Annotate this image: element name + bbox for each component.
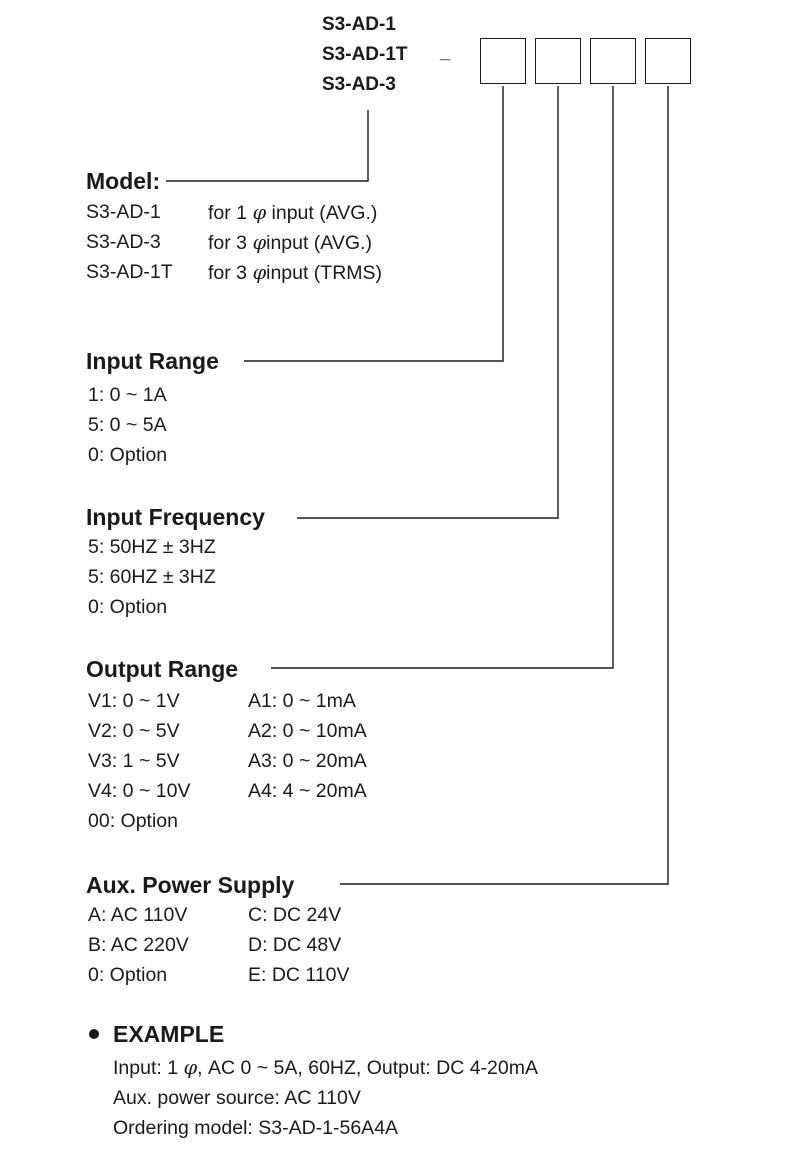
phi-symbol: φ [183, 1056, 198, 1079]
model-row-code: S3-AD-1 [86, 201, 161, 223]
aux-power-dc-option: D: DC 48V [248, 934, 342, 956]
connector-input-range [244, 86, 504, 362]
code-separator: _ [440, 42, 451, 63]
model-code: S3-AD-3 [322, 74, 396, 95]
input-range-option: 1: 0 ~ 1A [88, 384, 167, 406]
connector-input-frequency [297, 86, 559, 519]
output-range-voltage-option: V3: 1 ~ 5V [88, 750, 180, 772]
input-frequency-option: 5: 50HZ ± 3HZ [88, 536, 216, 558]
input-range-heading: Input Range [86, 348, 219, 374]
output-range-voltage-option: V4: 0 ~ 10V [88, 780, 191, 802]
model-row-code: S3-AD-3 [86, 231, 161, 253]
phi-symbol: φ [252, 231, 267, 254]
example-aux-line: Aux. power source: AC 110V [113, 1087, 361, 1109]
model-heading: Model: [86, 168, 161, 194]
example-ordering-line: Ordering model: S3-AD-1-56A4A [113, 1117, 399, 1139]
output-range-current-option: A4: 4 ~ 20mA [248, 780, 367, 802]
output-range-current-option: A3: 0 ~ 20mA [248, 750, 367, 772]
connector-model [166, 110, 369, 182]
output-range-current-option: A2: 0 ~ 10mA [248, 720, 367, 742]
output-range-voltage-option: V1: 0 ~ 1V [88, 690, 180, 712]
aux-power-dc-option: C: DC 24V [248, 904, 342, 926]
model-row-desc: for 3 φinput (AVG.) [208, 231, 372, 254]
aux-power-option: 0: Option [88, 964, 168, 986]
output-range-current-option: A1: 0 ~ 1mA [248, 690, 356, 712]
aux-power-heading: Aux. Power Supply [86, 872, 295, 898]
code-box-aux-power [645, 38, 691, 84]
phi-symbol: φ [252, 261, 267, 284]
bullet-icon [89, 1029, 99, 1039]
phi-symbol: φ [252, 201, 267, 224]
aux-power-dc-option: E: DC 110V [248, 964, 350, 986]
model-row-desc: for 1 φ input (AVG.) [208, 201, 378, 224]
model-code: S3-AD-1T [322, 44, 408, 65]
model-code-list: S3-AD-1 S3-AD-1T S3-AD-3 [322, 10, 408, 100]
model-row-code: S3-AD-1T [86, 261, 173, 283]
code-box-output-range [590, 38, 636, 84]
model-code: S3-AD-1 [322, 14, 396, 35]
output-range-heading: Output Range [86, 656, 239, 682]
code-box-input-range [480, 38, 526, 84]
aux-power-ac-option: A: AC 110V [88, 904, 188, 926]
output-range-option: 00: Option [88, 810, 178, 832]
model-row-desc: for 3 φinput (TRMS) [208, 261, 383, 284]
input-frequency-option: 5: 60HZ ± 3HZ [88, 566, 216, 588]
code-box-input-frequency [535, 38, 581, 84]
aux-power-ac-option: B: AC 220V [88, 934, 189, 956]
output-range-voltage-option: V2: 0 ~ 5V [88, 720, 180, 742]
example-input-line: Input: 1 φ, AC 0 ~ 5A, 60HZ, Output: DC … [113, 1056, 538, 1079]
example-heading: EXAMPLE [113, 1021, 225, 1047]
input-frequency-option: 0: Option [88, 596, 168, 618]
connector-aux-power [340, 86, 669, 885]
input-range-option: 5: 0 ~ 5A [88, 414, 167, 436]
connector-output-range [271, 86, 614, 669]
input-frequency-heading: Input Frequency [86, 504, 265, 530]
input-range-option: 0: Option [88, 444, 168, 466]
